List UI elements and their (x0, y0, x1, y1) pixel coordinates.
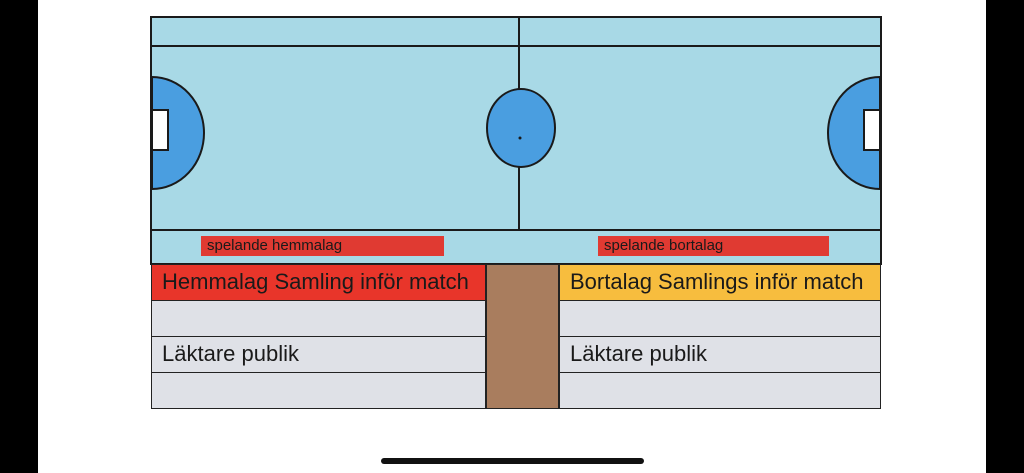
left-goal-area (151, 75, 205, 191)
away-stand-row-1 (559, 300, 881, 337)
home-stand-row-3 (151, 372, 486, 409)
away-gathering-header: Bortalag Samlings inför match (559, 264, 881, 301)
right-black-bar (986, 0, 1024, 473)
away-audience-stand: Läktare publik (559, 336, 881, 373)
home-gathering-header: Hemmalag Samling inför match (151, 264, 486, 301)
away-playing-label: spelande bortalag (598, 236, 829, 256)
home-audience-stand: Läktare publik (151, 336, 486, 373)
center-spot (518, 136, 522, 140)
left-black-bar (0, 0, 38, 473)
home-playing-label: spelande hemmalag (201, 236, 444, 256)
home-indicator-bar[interactable] (381, 458, 644, 464)
right-goal-box (863, 109, 881, 151)
home-stand-row-1 (151, 300, 486, 337)
center-circle (486, 88, 556, 168)
away-stand-row-3 (559, 372, 881, 409)
center-aisle (486, 264, 559, 409)
right-goal-area (827, 75, 881, 191)
left-goal-box (151, 109, 169, 151)
